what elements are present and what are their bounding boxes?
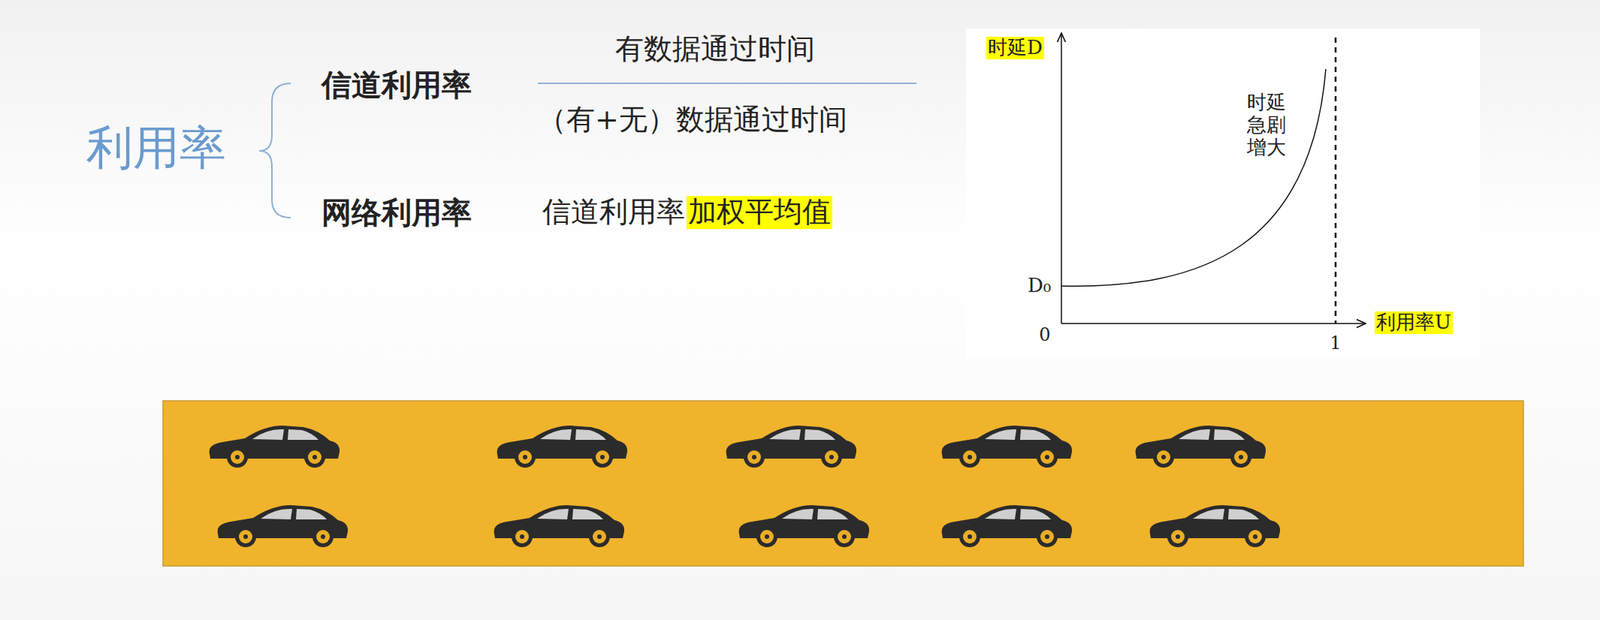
tick-label: 1 [1329,333,1341,355]
car [494,505,625,548]
delay-curve [1061,69,1326,287]
axis-label: 时延D [986,36,1045,60]
cars [209,425,1280,548]
y-axis [1060,33,1063,324]
x-axis [1061,323,1366,325]
car [941,505,1072,548]
car [497,425,628,468]
numerator: 有数据通过时间 [615,33,816,67]
car [209,425,340,468]
car [739,505,870,548]
heading: 利用率 [86,120,227,175]
tick-label: D₀ [1027,274,1051,298]
axis-label: 利用率U [1374,311,1453,335]
definition: 信道利用率 [542,196,686,230]
car [941,425,1072,468]
highlight: 加权平均值 [686,196,833,230]
car [1150,505,1280,548]
car [726,425,857,468]
car [217,505,348,548]
fraction-bar [537,82,917,85]
brace [259,83,291,218]
asymptote [1334,37,1338,324]
curve-note: 时延急剧增大 [1246,91,1289,160]
term: 网络利用率 [321,195,472,230]
chart-panel [966,28,1480,360]
tick-label: 0 [1038,325,1051,347]
denominator: （有+无）数据通过时间 [537,103,848,137]
car [1135,425,1266,468]
road [163,401,1524,567]
term: 信道利用率 [321,67,472,103]
